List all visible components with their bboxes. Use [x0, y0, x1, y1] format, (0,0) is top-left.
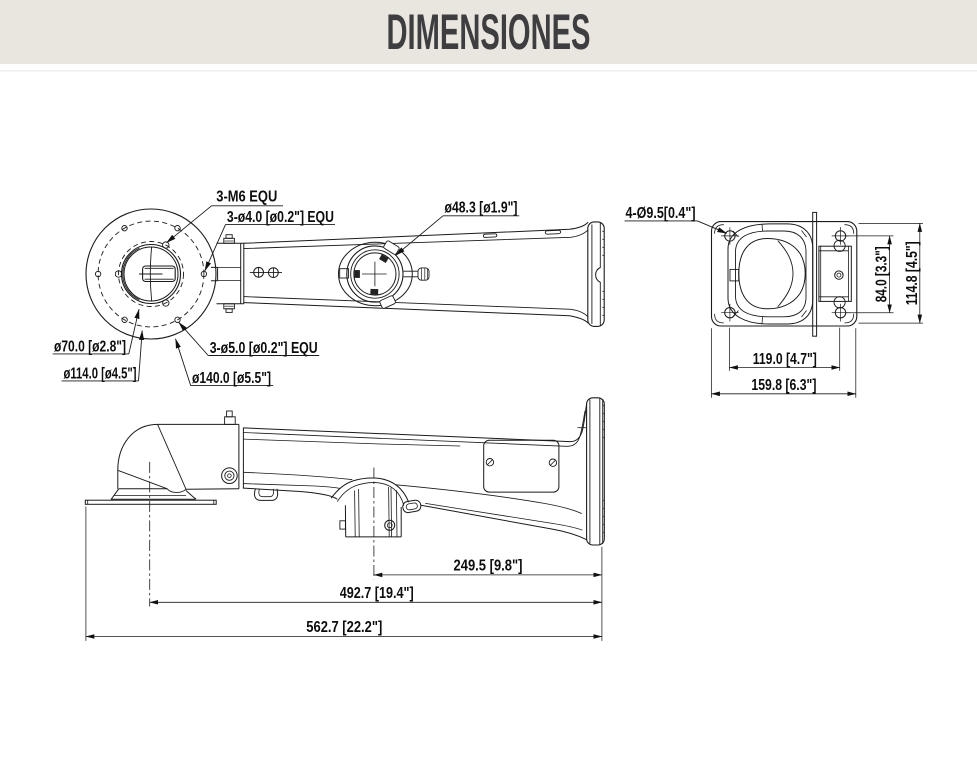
- svg-text:4-Ø9.5[0.4"]: 4-Ø9.5[0.4"]: [626, 205, 696, 222]
- svg-text:ø70.0 [ø2.8"]: ø70.0 [ø2.8"]: [54, 339, 126, 356]
- svg-text:249.5 [9.8"]: 249.5 [9.8"]: [454, 558, 523, 575]
- svg-text:3-ø4.0 [ø0.2"] EQU: 3-ø4.0 [ø0.2"] EQU: [227, 209, 334, 226]
- svg-text:DIMENSIONES: DIMENSIONES: [387, 4, 591, 60]
- svg-text:492.7 [19.4"]: 492.7 [19.4"]: [340, 585, 414, 602]
- svg-text:114.8 [4.5"]: 114.8 [4.5"]: [904, 241, 921, 305]
- svg-text:159.8 [6.3"]: 159.8 [6.3"]: [751, 377, 816, 394]
- svg-text:562.7 [22.2"]: 562.7 [22.2"]: [306, 619, 382, 636]
- svg-text:ø140.0 [ø5.5"]: ø140.0 [ø5.5"]: [192, 370, 271, 387]
- svg-text:84.0 [3.3"]: 84.0 [3.3"]: [873, 246, 890, 302]
- svg-text:3-M6 EQU: 3-M6 EQU: [216, 189, 277, 206]
- svg-text:ø48.3 [ø1.9"]: ø48.3 [ø1.9"]: [445, 200, 518, 217]
- svg-text:119.0 [4.7"]: 119.0 [4.7"]: [753, 351, 817, 368]
- svg-text:ø114.0 [ø4.5"]: ø114.0 [ø4.5"]: [64, 366, 137, 383]
- svg-text:3-ø5.0 [ø0.2"] EQU: 3-ø5.0 [ø0.2"] EQU: [210, 340, 318, 357]
